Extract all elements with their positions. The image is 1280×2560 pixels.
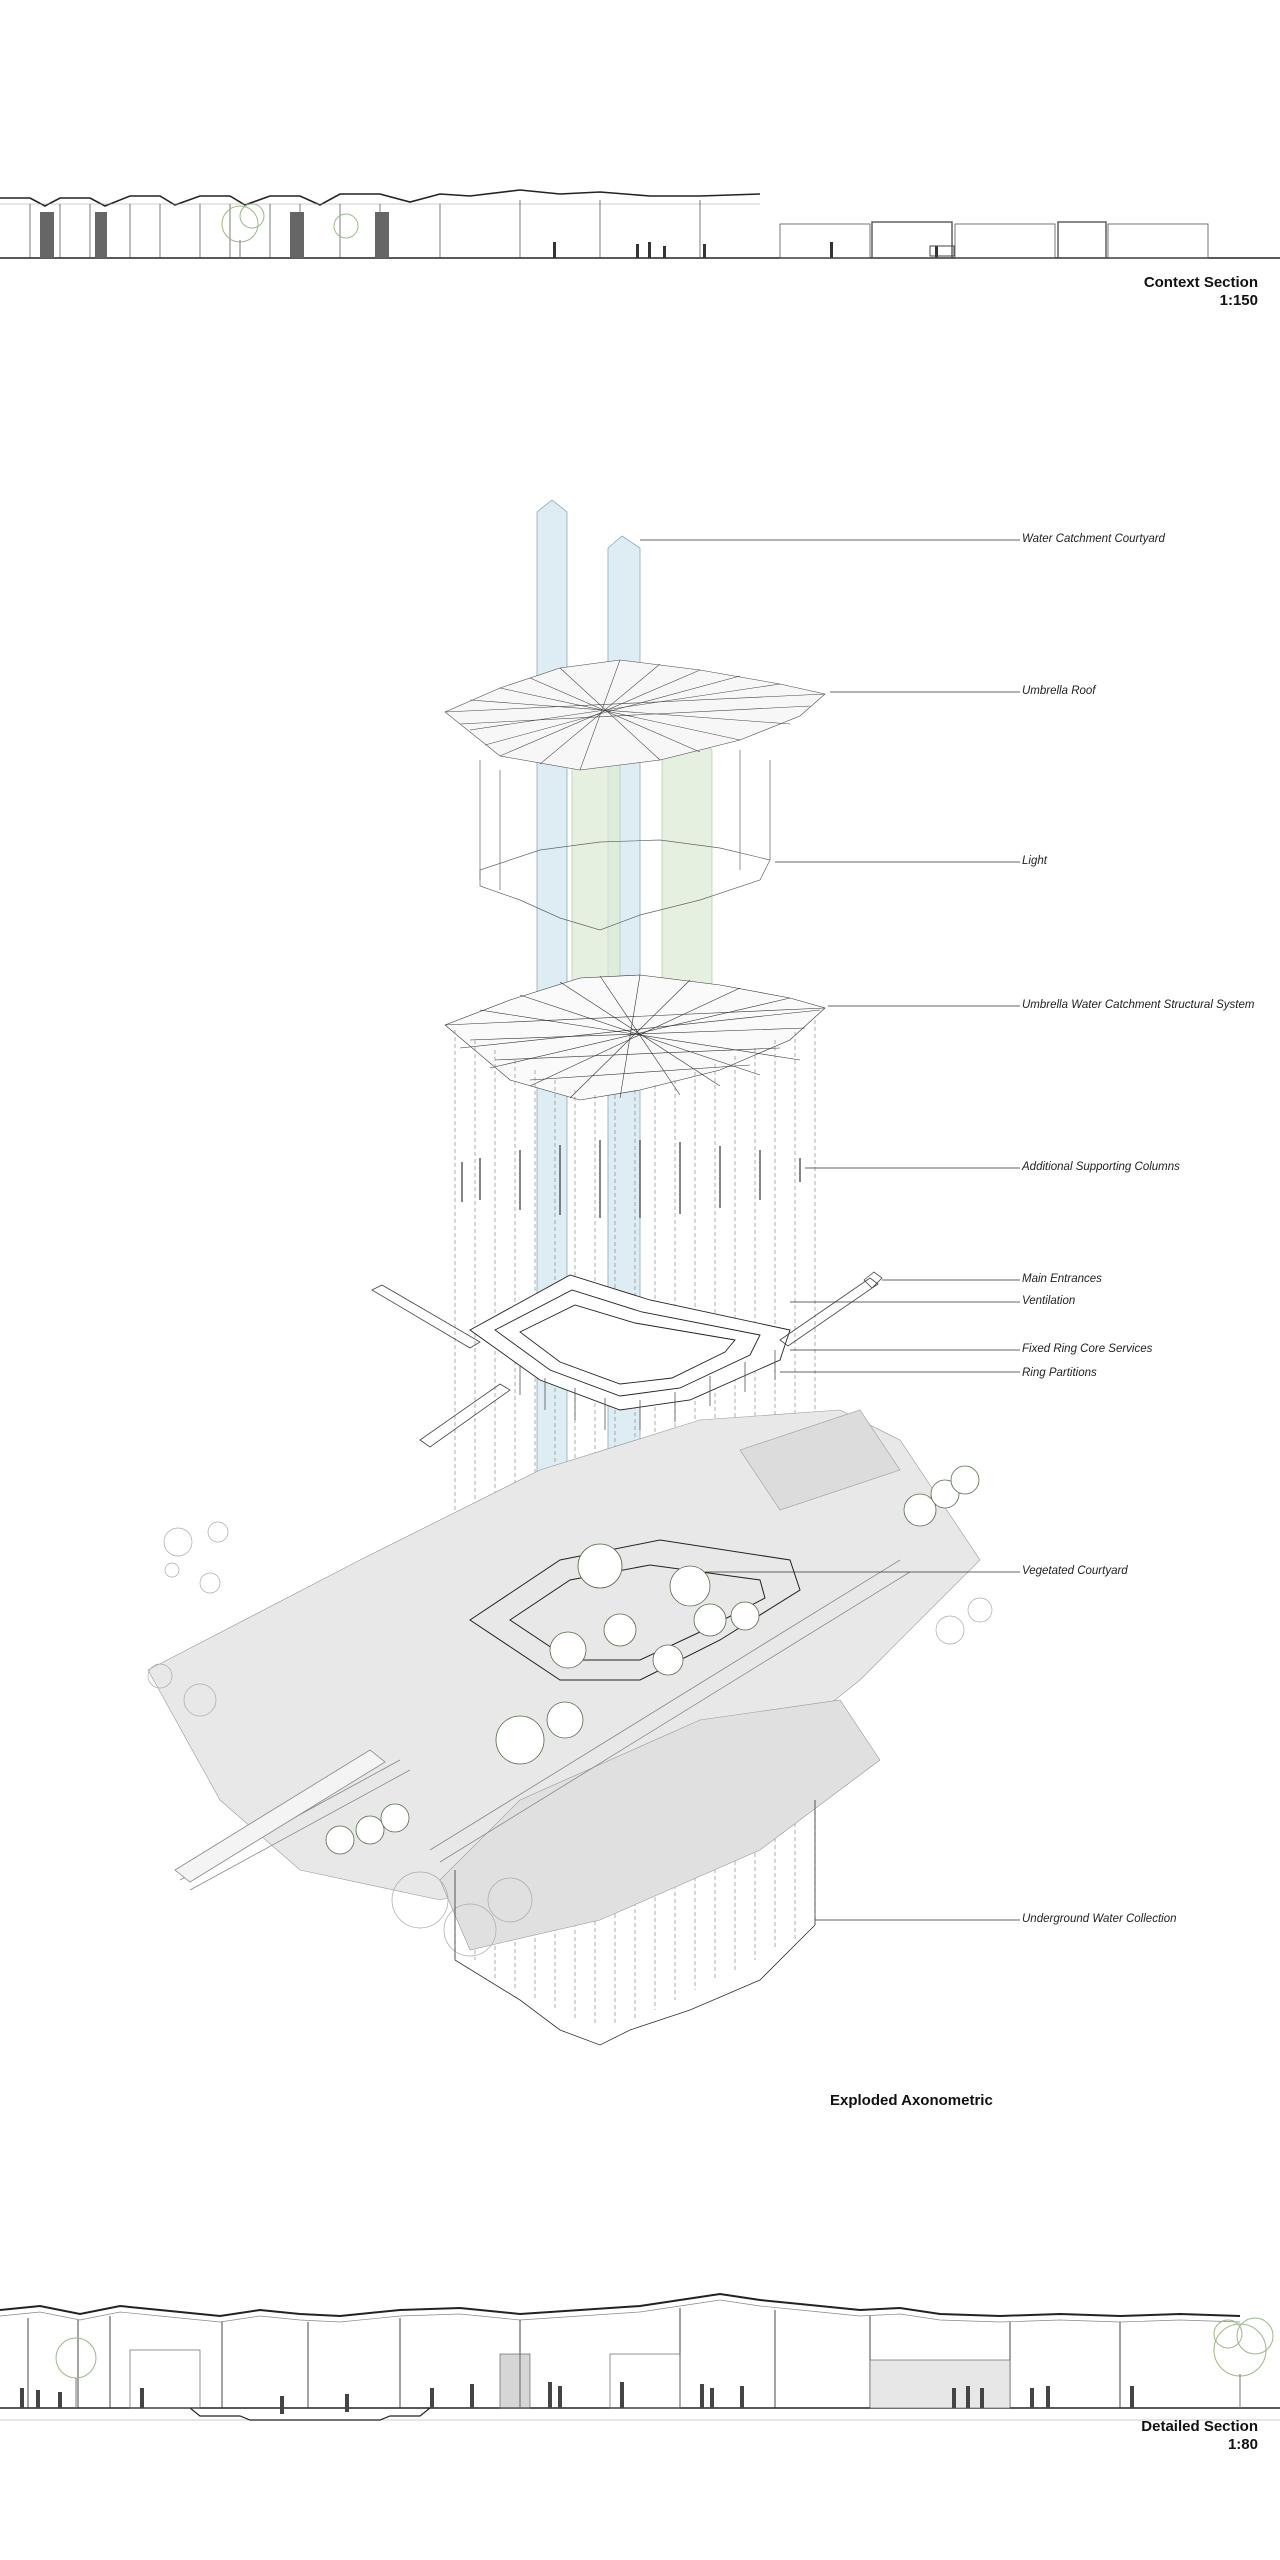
context-section-panel: Context Section 1:150 — [0, 150, 1280, 320]
site-planters — [147, 1521, 993, 1957]
context-buildings — [779, 221, 1209, 259]
context-section-drawing — [0, 189, 1280, 259]
context-section-title-text: Context Section — [1143, 274, 1258, 291]
callout-umbrella-water-catchment-structural-system: Umbrella Water Catchment Structural Syst… — [1022, 999, 1255, 1011]
callout-ventilation: Ventilation — [1022, 1295, 1076, 1307]
umbrella-roof-lattice — [444, 659, 826, 771]
callout-underground-water-collection: Underground Water Collection — [1022, 1913, 1177, 1925]
context-section-title: Context Section 1:150 — [1144, 274, 1258, 310]
section-tree — [221, 203, 359, 258]
exploded-axonometric-drawing — [147, 499, 1020, 2046]
callout-additional-supporting-columns: Additional Supporting Columns — [1022, 1161, 1180, 1173]
ring-core — [469, 1274, 791, 1411]
site-paths — [174, 1559, 911, 1891]
callout-leaders — [640, 539, 1020, 1921]
context-section-scale: 1:150 — [1219, 292, 1258, 309]
underground-water-collection — [454, 1800, 816, 2046]
structural-grid — [444, 974, 826, 1101]
detailed-section-panel: Detailed Section 1:80 — [0, 2270, 1280, 2470]
detailed-people — [20, 2382, 1134, 2414]
exploded-axonometric-title: Exploded Axonometric — [830, 2092, 993, 2109]
hatched-walls — [40, 212, 389, 258]
exploded-axonometric-panel: Water Catchment Courtyard Umbrella Roof … — [0, 490, 1280, 2130]
detailed-partitions — [129, 2349, 1011, 2409]
callout-umbrella-roof: Umbrella Roof — [1022, 685, 1096, 697]
vehicle — [929, 245, 955, 257]
detailed-tree — [1213, 2317, 1274, 2408]
section-people — [553, 242, 938, 258]
detailed-roof-profile — [0, 2292, 1241, 2318]
callout-vegetated-courtyard: Vegetated Courtyard — [1022, 1565, 1128, 1577]
callout-water-catchment-courtyard: Water Catchment Courtyard — [1022, 533, 1165, 545]
light-layer-outline — [479, 750, 771, 931]
ring-partitions — [519, 1350, 776, 1430]
supporting-columns — [461, 1140, 801, 1218]
callout-main-entrances: Main Entrances — [1022, 1273, 1102, 1285]
callout-fixed-ring-core-services: Fixed Ring Core Services — [1022, 1343, 1153, 1355]
detailed-section-drawing — [0, 2292, 1280, 2421]
sunken-floor — [189, 2407, 431, 2421]
site-trees — [325, 1465, 980, 1855]
detailed-section-title-text: Detailed Section — [1141, 2418, 1258, 2435]
detailed-section-title: Detailed Section 1:80 — [1141, 2418, 1258, 2454]
callout-light: Light — [1022, 855, 1047, 867]
detailed-tree-left — [55, 2337, 97, 2408]
callout-ring-partitions: Ring Partitions — [1022, 1367, 1097, 1379]
section-columns — [29, 200, 701, 258]
roof-profile — [0, 189, 761, 207]
detailed-section-scale: 1:80 — [1227, 2436, 1258, 2453]
entrance-arms — [371, 1271, 883, 1448]
